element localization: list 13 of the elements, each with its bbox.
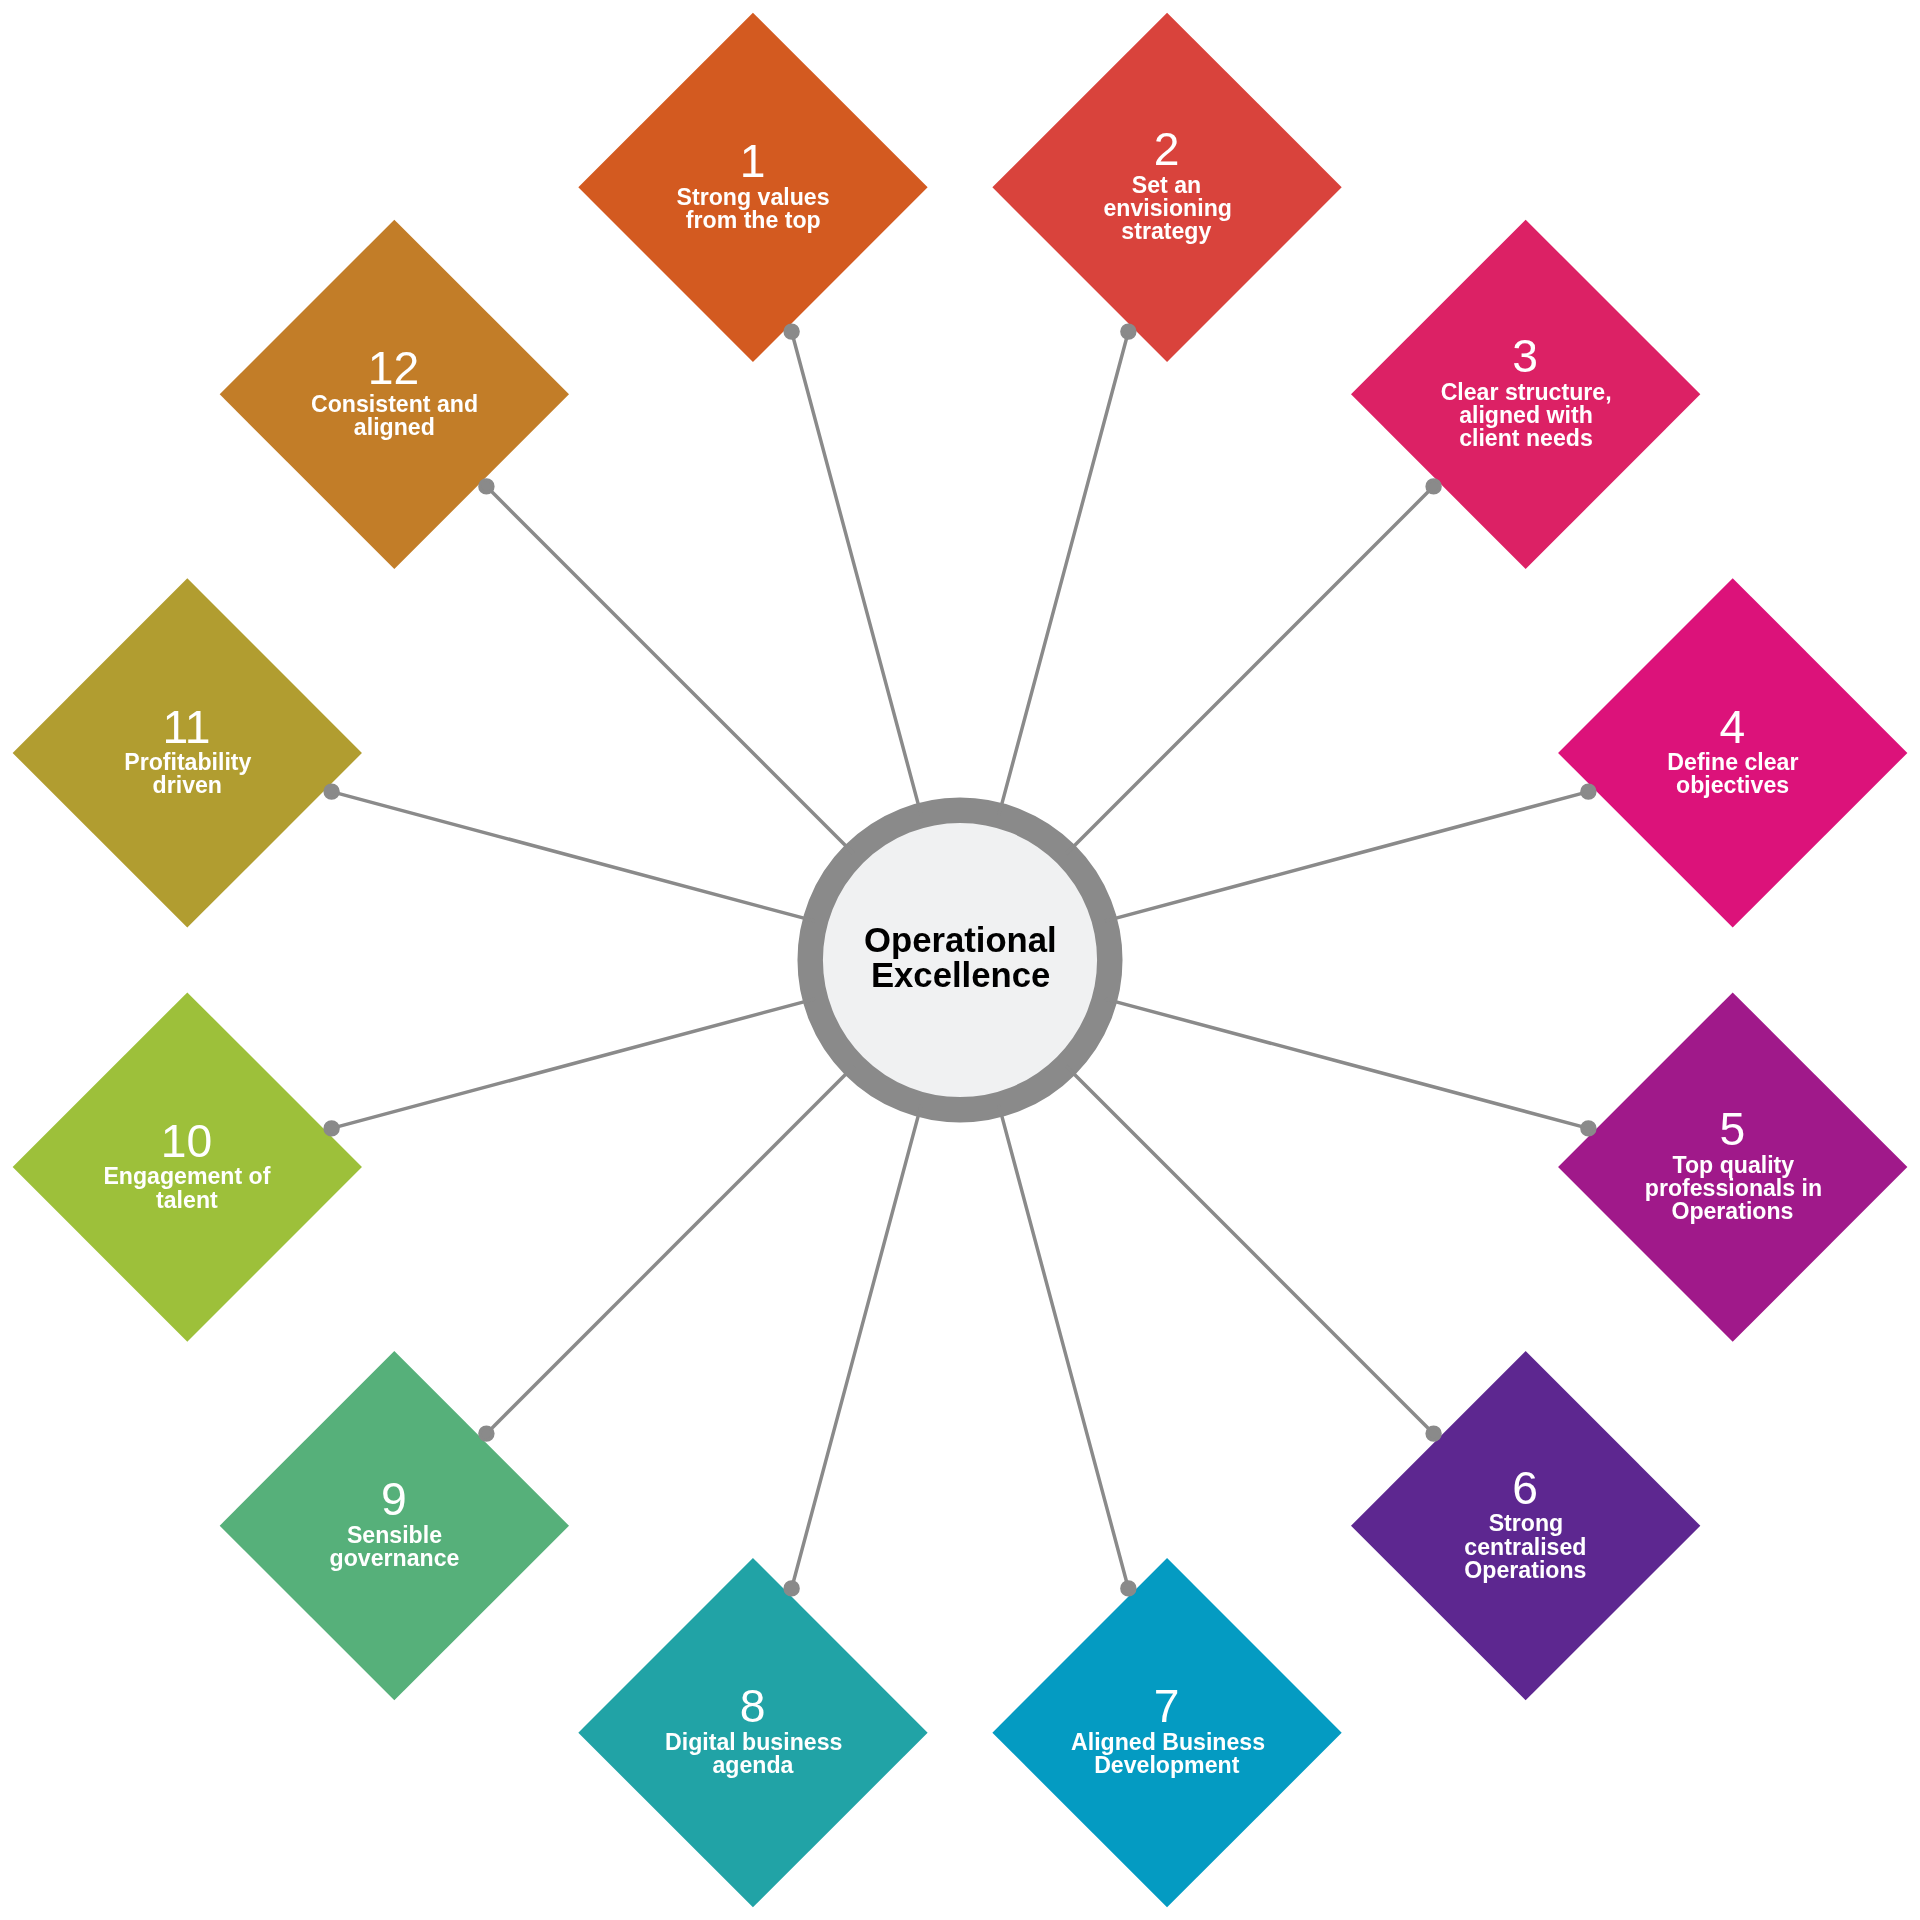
- node-diamond: 3 Clear structure, aligned with client needs: [1351, 219, 1701, 569]
- node-diamond: 10 Engagement of talent: [12, 992, 362, 1342]
- node-diamond: 1 Strong values from the top: [578, 12, 928, 362]
- node-diamond: 5 Top quality professionals in Operations: [1558, 992, 1908, 1342]
- node-diamond: 4 Define clear objectives: [1558, 578, 1908, 928]
- node-circle: Operational Excellence: [797, 797, 1123, 1123]
- node-diamond: 6 Strong centralised Operations: [1351, 1351, 1701, 1701]
- node-diamond: 8 Digital business agenda: [578, 1558, 928, 1908]
- node-diamond: 11 Profitability driven: [12, 578, 362, 928]
- node-diamond: 9 Sensible governance: [219, 1351, 569, 1701]
- node-diamond: 2 Set an envisioning strategy: [992, 12, 1342, 362]
- node-diamond: 12 Consistent and aligned: [219, 219, 569, 569]
- node-diamond: 7 Aligned Business Development: [992, 1558, 1342, 1908]
